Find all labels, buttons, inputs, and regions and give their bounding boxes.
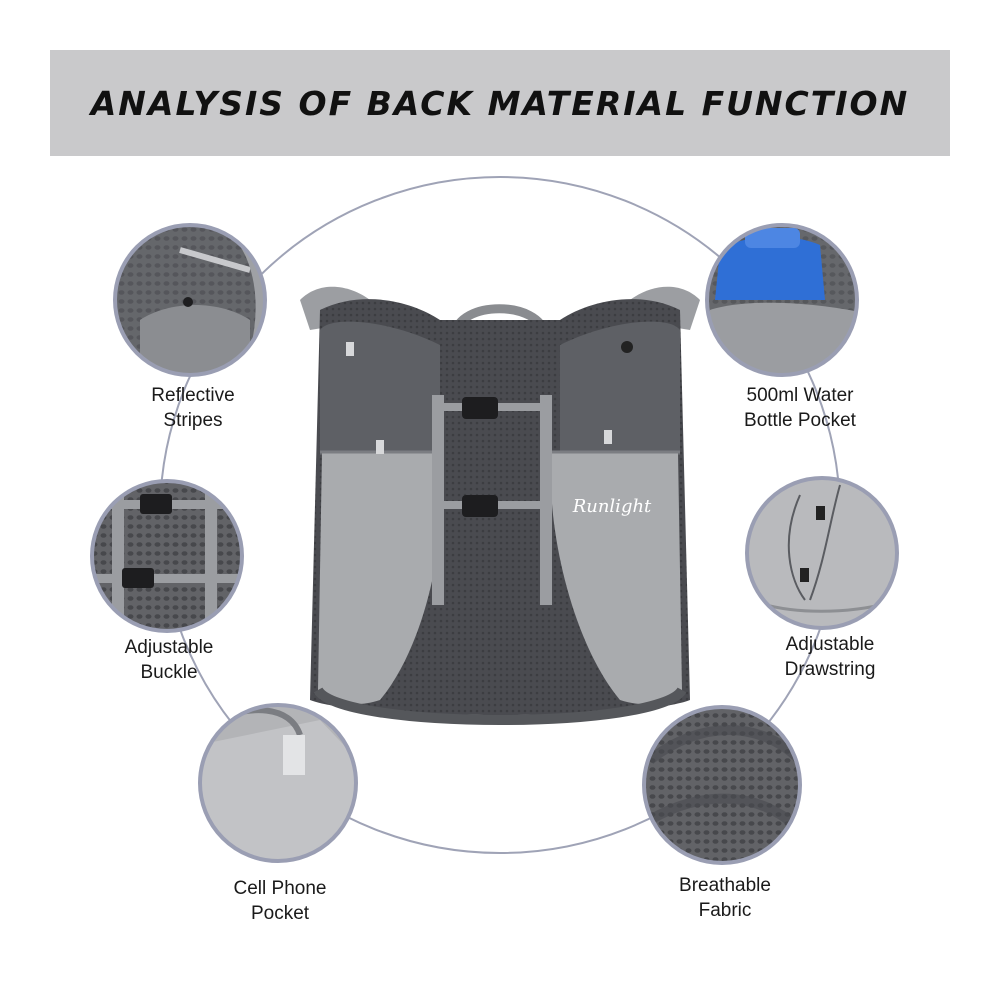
label-line: Cell Phone [233, 878, 327, 899]
label-line: Breathable [679, 875, 771, 896]
label-line: Stripes [163, 410, 223, 431]
vest-illustration [300, 286, 700, 725]
label-reflective-stripes: Reflective Stripes [93, 383, 293, 433]
label-adjustable-buckle: Adjustable Buckle [69, 635, 269, 685]
detail-breathable-fabric [642, 705, 802, 865]
label-line: Fabric [698, 900, 752, 921]
title-banner: ANALYSIS OF BACK MATERIAL FUNCTION [50, 50, 950, 156]
label-cell-phone-pocket: Cell Phone Pocket [180, 876, 380, 926]
banner-title: ANALYSIS OF BACK MATERIAL FUNCTION [90, 83, 910, 123]
detail-adjustable-buckle [90, 479, 244, 633]
label-line: Pocket [250, 903, 310, 924]
detail-reflective-stripes [113, 223, 267, 377]
label-line: Drawstring [784, 659, 876, 680]
label-line: Adjustable [785, 634, 875, 655]
detail-water-bottle-pocket [705, 223, 859, 377]
detail-cell-phone-pocket [198, 703, 358, 863]
label-water-bottle-pocket: 500ml Water Bottle Pocket [700, 383, 900, 433]
label-line: Bottle Pocket [744, 410, 856, 431]
label-line: Buckle [140, 662, 198, 683]
detail-adjustable-drawstring [745, 476, 899, 630]
vest-logo: Runlight [572, 496, 652, 517]
label-adjustable-drawstring: Adjustable Drawstring [730, 632, 930, 682]
label-line: Adjustable [124, 637, 214, 658]
label-breathable-fabric: Breathable Fabric [625, 873, 825, 923]
label-line: 500ml Water [746, 385, 854, 406]
label-line: Reflective [151, 385, 235, 406]
